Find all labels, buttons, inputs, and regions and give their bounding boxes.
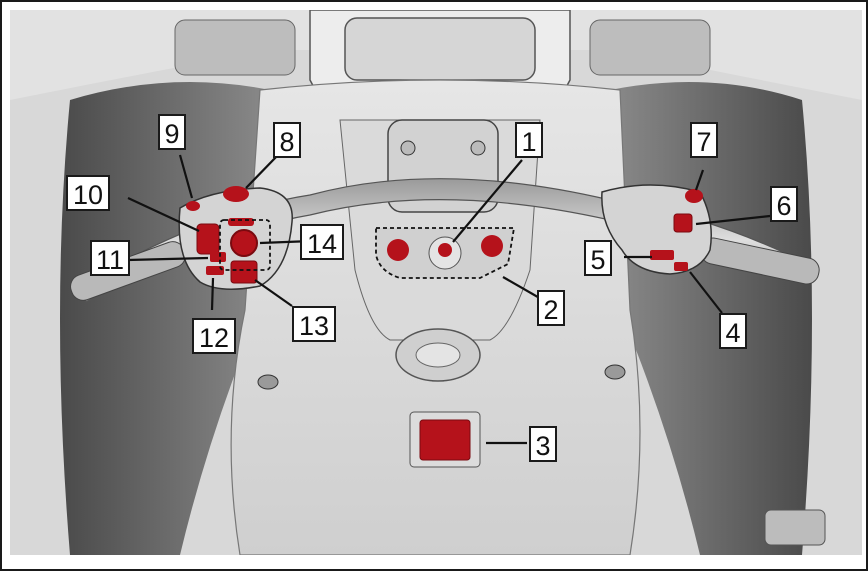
right-control-4 bbox=[674, 262, 688, 271]
leader-12 bbox=[212, 278, 213, 310]
lower-switch-3 bbox=[420, 420, 470, 460]
callout-3: 3 bbox=[529, 426, 557, 462]
left-control-11 bbox=[210, 252, 226, 262]
left-control-13 bbox=[231, 261, 257, 283]
display-screen bbox=[345, 18, 535, 80]
handlebar-drawing bbox=[10, 10, 862, 555]
callout-14: 14 bbox=[300, 224, 344, 260]
left-control-8 bbox=[223, 186, 249, 202]
vehicle-illustration: 1 2 3 4 5 6 7 8 9 10 11 12 13 14 bbox=[10, 10, 862, 555]
bolt bbox=[401, 141, 415, 155]
bolt bbox=[471, 141, 485, 155]
right-grille bbox=[590, 20, 710, 75]
callout-12: 12 bbox=[192, 318, 236, 354]
callout-4: 4 bbox=[719, 313, 747, 349]
right-control-5 bbox=[650, 250, 674, 260]
right-screw bbox=[605, 365, 625, 379]
right-control-7 bbox=[685, 189, 703, 203]
callout-5: 5 bbox=[584, 240, 612, 276]
footrest-pad bbox=[765, 510, 825, 545]
fuel-cap-inner bbox=[416, 343, 460, 367]
callout-9: 9 bbox=[158, 114, 186, 150]
right-control-6 bbox=[674, 214, 692, 232]
left-grille bbox=[175, 20, 295, 75]
callout-7: 7 bbox=[690, 122, 718, 158]
left-control-10 bbox=[197, 224, 219, 254]
center-left-button bbox=[387, 239, 409, 261]
callout-13: 13 bbox=[292, 306, 336, 342]
center-right-button bbox=[481, 235, 503, 257]
ignition-key bbox=[438, 243, 452, 257]
left-control-12 bbox=[206, 266, 224, 275]
left-control-14 bbox=[231, 230, 257, 256]
callout-1: 1 bbox=[515, 122, 543, 158]
left-screw bbox=[258, 375, 278, 389]
left-control-9 bbox=[186, 201, 200, 211]
callout-11: 11 bbox=[90, 240, 130, 276]
callout-8: 8 bbox=[273, 122, 301, 158]
callout-10: 10 bbox=[66, 175, 110, 211]
callout-2: 2 bbox=[537, 290, 565, 326]
callout-6: 6 bbox=[770, 186, 798, 222]
